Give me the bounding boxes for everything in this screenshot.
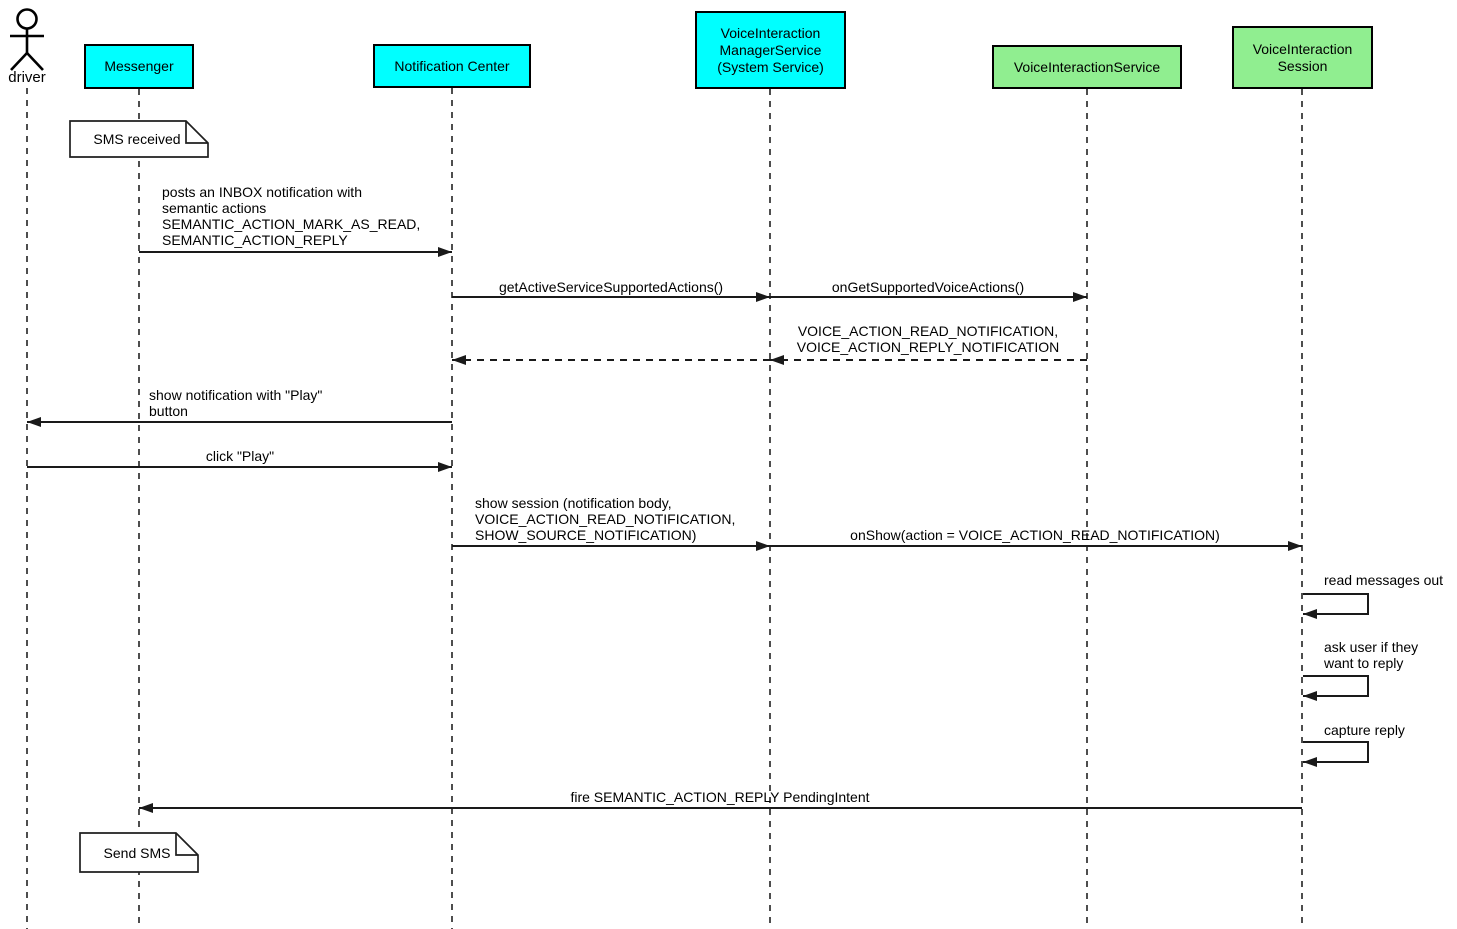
participant-voiceinteractionservice: VoiceInteractionService [992,45,1182,89]
message-label-show-notification: show notification with "Play" button [149,387,323,419]
message-label-click-play: click "Play" [205,448,275,464]
note-sms-received: SMS received [93,131,181,147]
message-label-on-show: onShow(action = VOICE_ACTION_READ_NOTIFI… [850,527,1220,543]
note-shape-sms-received [69,120,209,158]
message-label-capture-reply: capture reply [1324,722,1405,738]
actor-figure-icon [10,8,44,71]
note-fold-send-sms [175,833,198,856]
message-label-ask-user-reply: ask user if they want to reply [1324,639,1419,671]
note-send-sms: Send SMS [103,844,171,861]
message-label-get-active-service-supported-actions: getActiveServiceSupportedActions() [498,279,724,295]
self-arrow-read-messages-out [1303,593,1369,619]
message-label-posts-inbox-notification: posts an INBOX notification with semanti… [162,184,421,248]
participant-voiceinteraction-managerservice: VoiceInteraction ManagerService (System … [695,11,846,89]
participant-notification-center: Notification Center [373,44,531,88]
note-fold-sms-received [185,121,208,144]
message-label-on-get-supported-voice-actions: onGetSupportedVoiceActions() [831,279,1025,295]
self-arrow-ask-user-reply [1303,675,1369,701]
message-label-show-session: show session (notification body, VOICE_A… [475,495,736,543]
self-arrow-capture-reply [1303,741,1369,767]
actor-label-driver: driver [8,69,46,86]
participant-messenger: Messenger [84,44,194,89]
participant-voiceinteraction-session: VoiceInteraction Session [1232,26,1373,89]
message-label-fire-semantic-action-reply: fire SEMANTIC_ACTION_REPLY PendingIntent [570,789,870,805]
message-label-return-voice-actions: VOICE_ACTION_READ_NOTIFICATION, VOICE_AC… [796,323,1060,355]
note-shape-send-sms [79,832,199,873]
message-label-read-messages-out: read messages out [1324,572,1444,588]
